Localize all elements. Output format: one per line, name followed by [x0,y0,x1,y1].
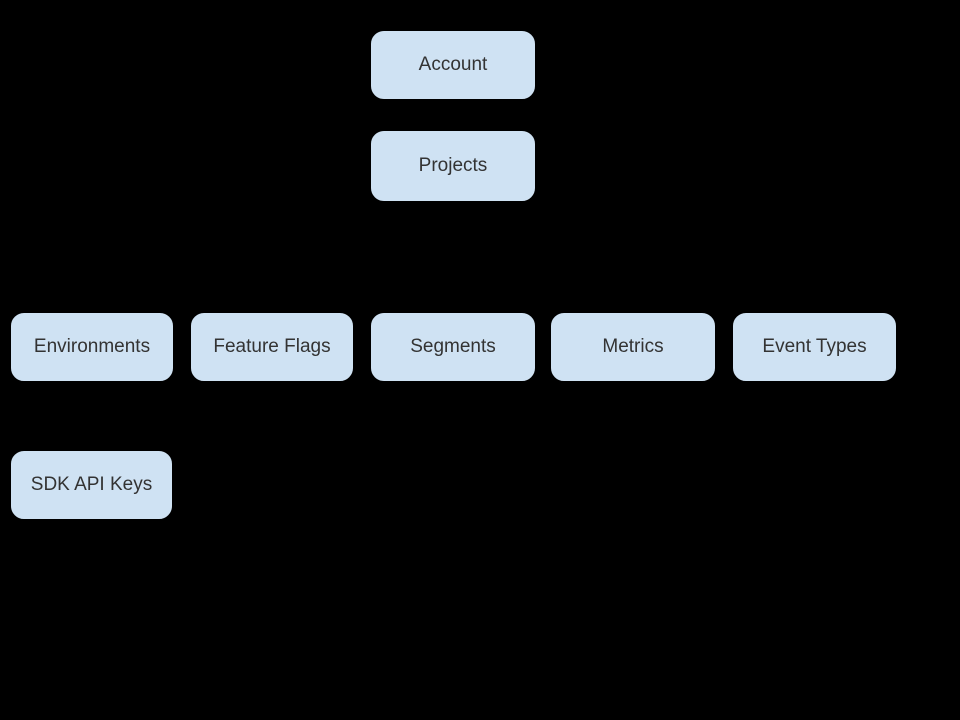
node-segments: Segments [370,312,536,382]
node-feature-flags: Feature Flags [190,312,354,382]
node-sdk-api-keys: SDK API Keys [10,450,173,520]
node-metrics: Metrics [550,312,716,382]
node-environments: Environments [10,312,174,382]
node-projects: Projects [370,130,536,202]
node-event-types: Event Types [732,312,897,382]
node-account: Account [370,30,536,100]
